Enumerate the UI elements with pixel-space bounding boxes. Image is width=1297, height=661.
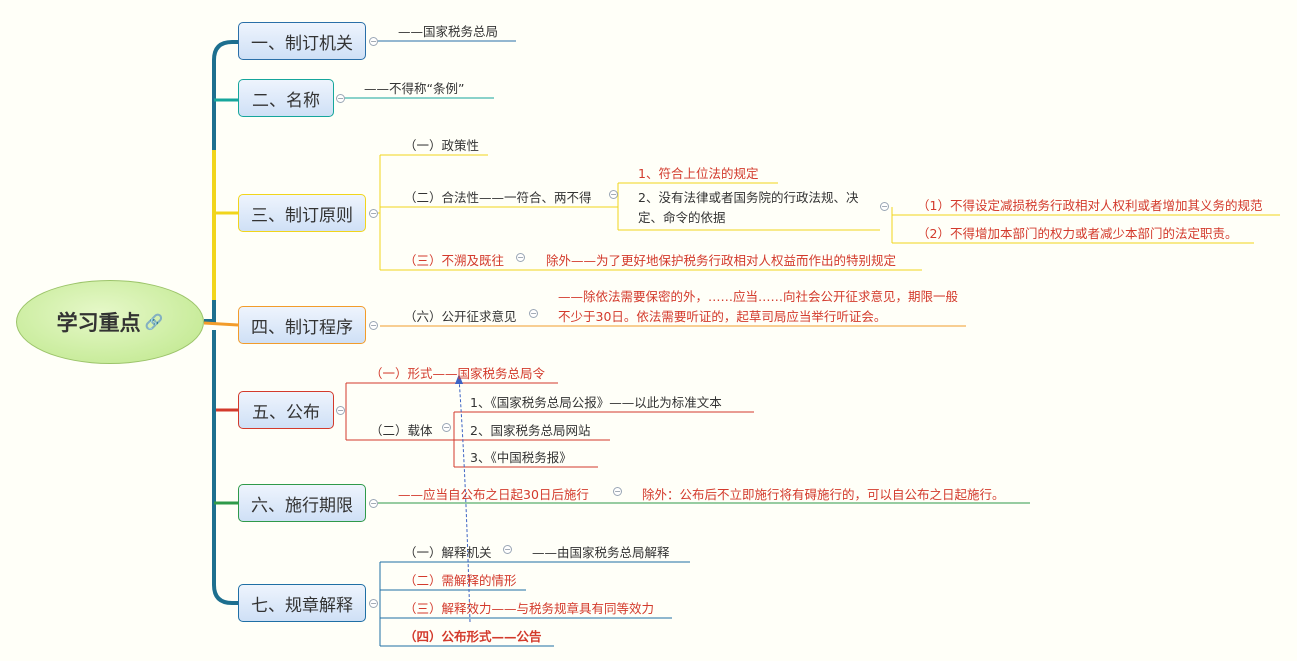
collapse-icon[interactable]: − — [609, 190, 618, 199]
topic-non-retroactive[interactable]: （三）不溯及既往 — [404, 253, 505, 268]
branch-label: 三、制订原则 — [251, 205, 353, 226]
collapse-icon[interactable]: − — [369, 321, 378, 330]
collapse-icon[interactable]: − — [503, 545, 512, 554]
b5-bracket — [345, 382, 558, 441]
spine-to-b4 — [203, 321, 239, 327]
branch-issuing-authority[interactable]: 一、制订机关 — [238, 22, 366, 60]
b3-bracket — [378, 155, 381, 270]
branch-principles[interactable]: 三、制订原则 — [238, 194, 366, 232]
branch-procedure[interactable]: 四、制订程序 — [238, 306, 366, 344]
topic-legality-2[interactable]: 2、没有法律或者国务院的行政法规、决定、命令的依据 — [638, 190, 859, 225]
collapse-icon[interactable]: − — [369, 37, 378, 46]
topic-policy[interactable]: （一）政策性 — [404, 138, 480, 153]
link-icon[interactable]: 🔗 — [144, 313, 164, 331]
topic-legality[interactable]: （二）合法性——一符合、两不得 — [404, 190, 592, 205]
collapse-icon[interactable]: − — [369, 499, 378, 508]
topic-publication-form[interactable]: （一）形式——国家税务总局令 — [370, 366, 546, 381]
root-title: 学习重点 — [56, 311, 141, 335]
topic-carrier[interactable]: （二）载体 — [370, 423, 433, 438]
branch-label: 七、规章解释 — [251, 595, 353, 616]
spine-to-b5 — [212, 340, 238, 412]
branch-label: 二、名称 — [252, 90, 320, 111]
collapse-icon[interactable]: − — [613, 487, 622, 496]
branch-name[interactable]: 二、名称 — [238, 79, 334, 117]
branch-label: 四、制订程序 — [251, 317, 353, 338]
branch-label: 五、公布 — [252, 402, 320, 423]
branch-label: 六、施行期限 — [251, 495, 353, 516]
topic-carrier-2[interactable]: 2、国家税务总局网站 — [470, 423, 591, 438]
topic-public-comment-note[interactable]: ——除依法需要保密的外，……应当……向社会公开征求意见，期限一般不少于30日。依… — [558, 289, 959, 324]
topic-carrier-3[interactable]: 3、《中国税务报》 — [470, 450, 572, 465]
b3-legal-sub — [617, 182, 880, 231]
topic-legality-1[interactable]: 1、符合上位法的规定 — [638, 166, 759, 181]
collapse-icon[interactable]: − — [369, 209, 378, 218]
root-topic[interactable]: 学习重点 🔗 — [16, 280, 204, 364]
topic-name-rule[interactable]: ——不得称“条例” — [364, 81, 465, 96]
collapse-icon[interactable]: − — [369, 599, 378, 608]
topic-carrier-1[interactable]: 1、《国家税务总局公报》——以此为标准文本 — [470, 395, 722, 410]
topic-interp-situation[interactable]: （二）需解释的情形 — [404, 573, 517, 588]
spine-bottom — [212, 330, 238, 605]
branch-effective-date[interactable]: 六、施行期限 — [238, 484, 366, 522]
topic-effective-exception[interactable]: 除外：公布后不立即施行将有碍施行的，可以自公布之日起施行。 — [642, 487, 1005, 502]
topic-interp-organ[interactable]: （一）解释机关 — [404, 545, 492, 560]
branch-interpretation[interactable]: 七、规章解释 — [238, 584, 366, 622]
relationship-arrowhead — [455, 374, 463, 384]
branch-label: 一、制订机关 — [251, 33, 353, 54]
spine-top — [204, 40, 238, 323]
topic-legality-2b[interactable]: （2）不得增加本部门的权力或者减少本部门的法定职责。 — [917, 226, 1238, 241]
b5-carrier-sub — [453, 411, 754, 468]
collapse-icon[interactable]: − — [442, 423, 451, 432]
topic-public-comment[interactable]: （六）公开征求意见 — [404, 309, 517, 324]
relationship-arrow — [458, 377, 471, 623]
collapse-icon[interactable]: − — [336, 94, 345, 103]
topic-interp-organ-detail[interactable]: ——由国家税务总局解释 — [532, 545, 670, 560]
branch-publication[interactable]: 五、公布 — [238, 391, 334, 429]
topic-retro-exception[interactable]: 除外——为了更好地保护税务行政相对人权益而作出的特别规定 — [546, 253, 897, 268]
collapse-icon[interactable]: − — [516, 253, 525, 262]
topic-legality-2a[interactable]: （1）不得设定减损税务行政相对人权利或者增加其义务的规范 — [917, 198, 1263, 213]
collapse-icon[interactable]: − — [880, 202, 889, 211]
topic-interp-form[interactable]: （四）公布形式——公告 — [404, 629, 542, 644]
b3-legal2-sub — [891, 207, 1280, 244]
collapse-icon[interactable]: − — [336, 406, 345, 415]
topic-interp-effect[interactable]: （三）解释效力——与税务规章具有同等效力 — [404, 601, 655, 616]
collapse-icon[interactable]: − — [529, 309, 538, 318]
topic-effective-main[interactable]: ——应当自公布之日起30日后施行 — [398, 487, 589, 502]
b7-lines — [380, 561, 690, 647]
topic-authority[interactable]: ——国家税务总局 — [398, 24, 499, 39]
